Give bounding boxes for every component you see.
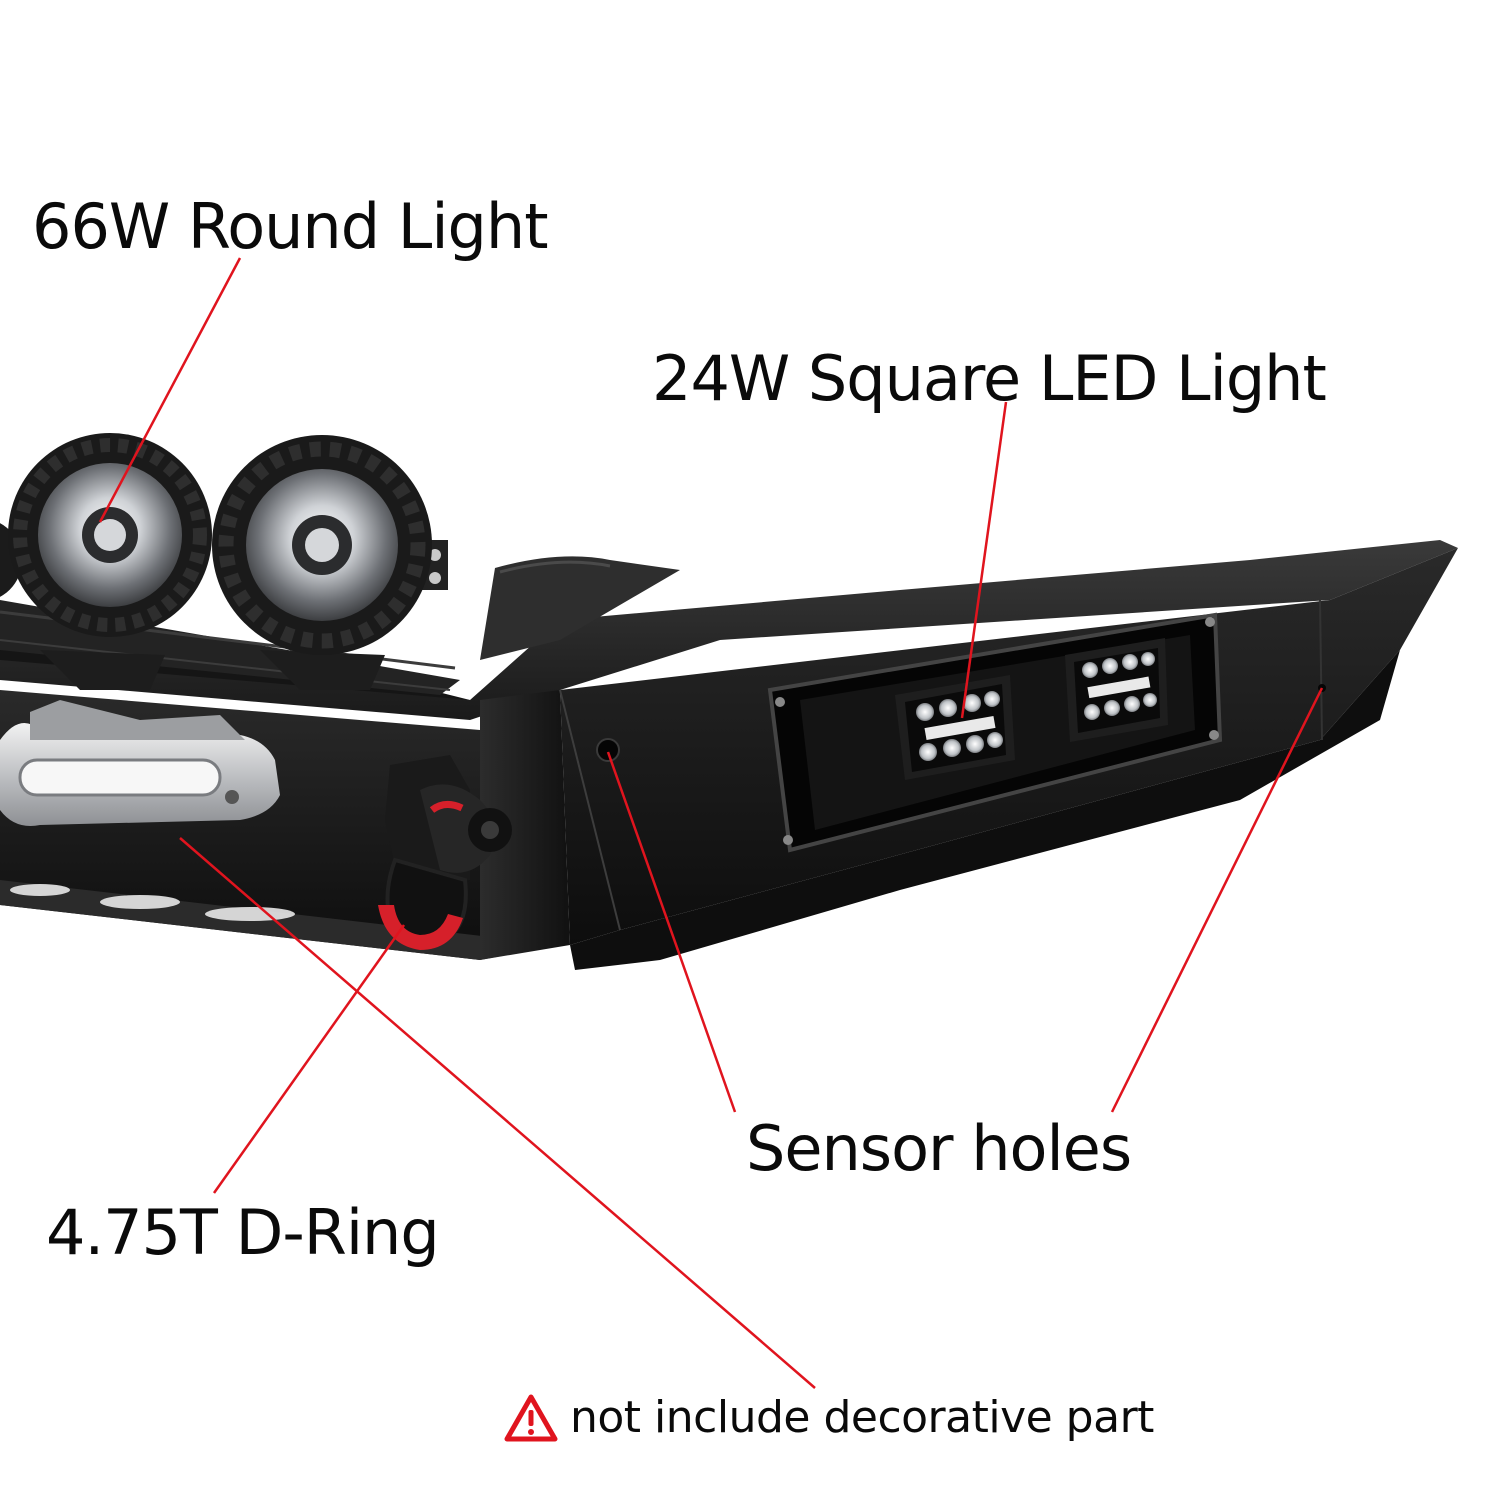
d-ring (378, 755, 512, 950)
decorative-part-notice: not include decorative part (504, 1392, 1154, 1443)
callout-line-decorative (179, 837, 816, 1389)
warning-triangle-icon (504, 1394, 558, 1441)
label-sensor-holes: Sensor holes (746, 1112, 1132, 1185)
callout-line-sensor-right (1110, 687, 1324, 1113)
winch-fairlead (0, 700, 280, 826)
notice-text: not include decorative part (570, 1392, 1154, 1443)
label-round-light: 66W Round Light (32, 190, 549, 263)
square-led-light (895, 675, 1015, 780)
callout-line-d-ring (212, 924, 406, 1194)
sensor-hole (596, 738, 620, 762)
label-square-led-light: 24W Square LED Light (652, 342, 1327, 415)
round-light (8, 433, 212, 690)
callout-line-square-light (960, 401, 1008, 719)
square-led-light (1065, 638, 1168, 742)
callout-lines (98, 257, 1324, 1389)
callout-line-round-light (98, 257, 242, 523)
label-d-ring: 4.75T D-Ring (46, 1196, 440, 1269)
round-light (212, 435, 448, 690)
callout-line-sensor-left (606, 751, 737, 1113)
